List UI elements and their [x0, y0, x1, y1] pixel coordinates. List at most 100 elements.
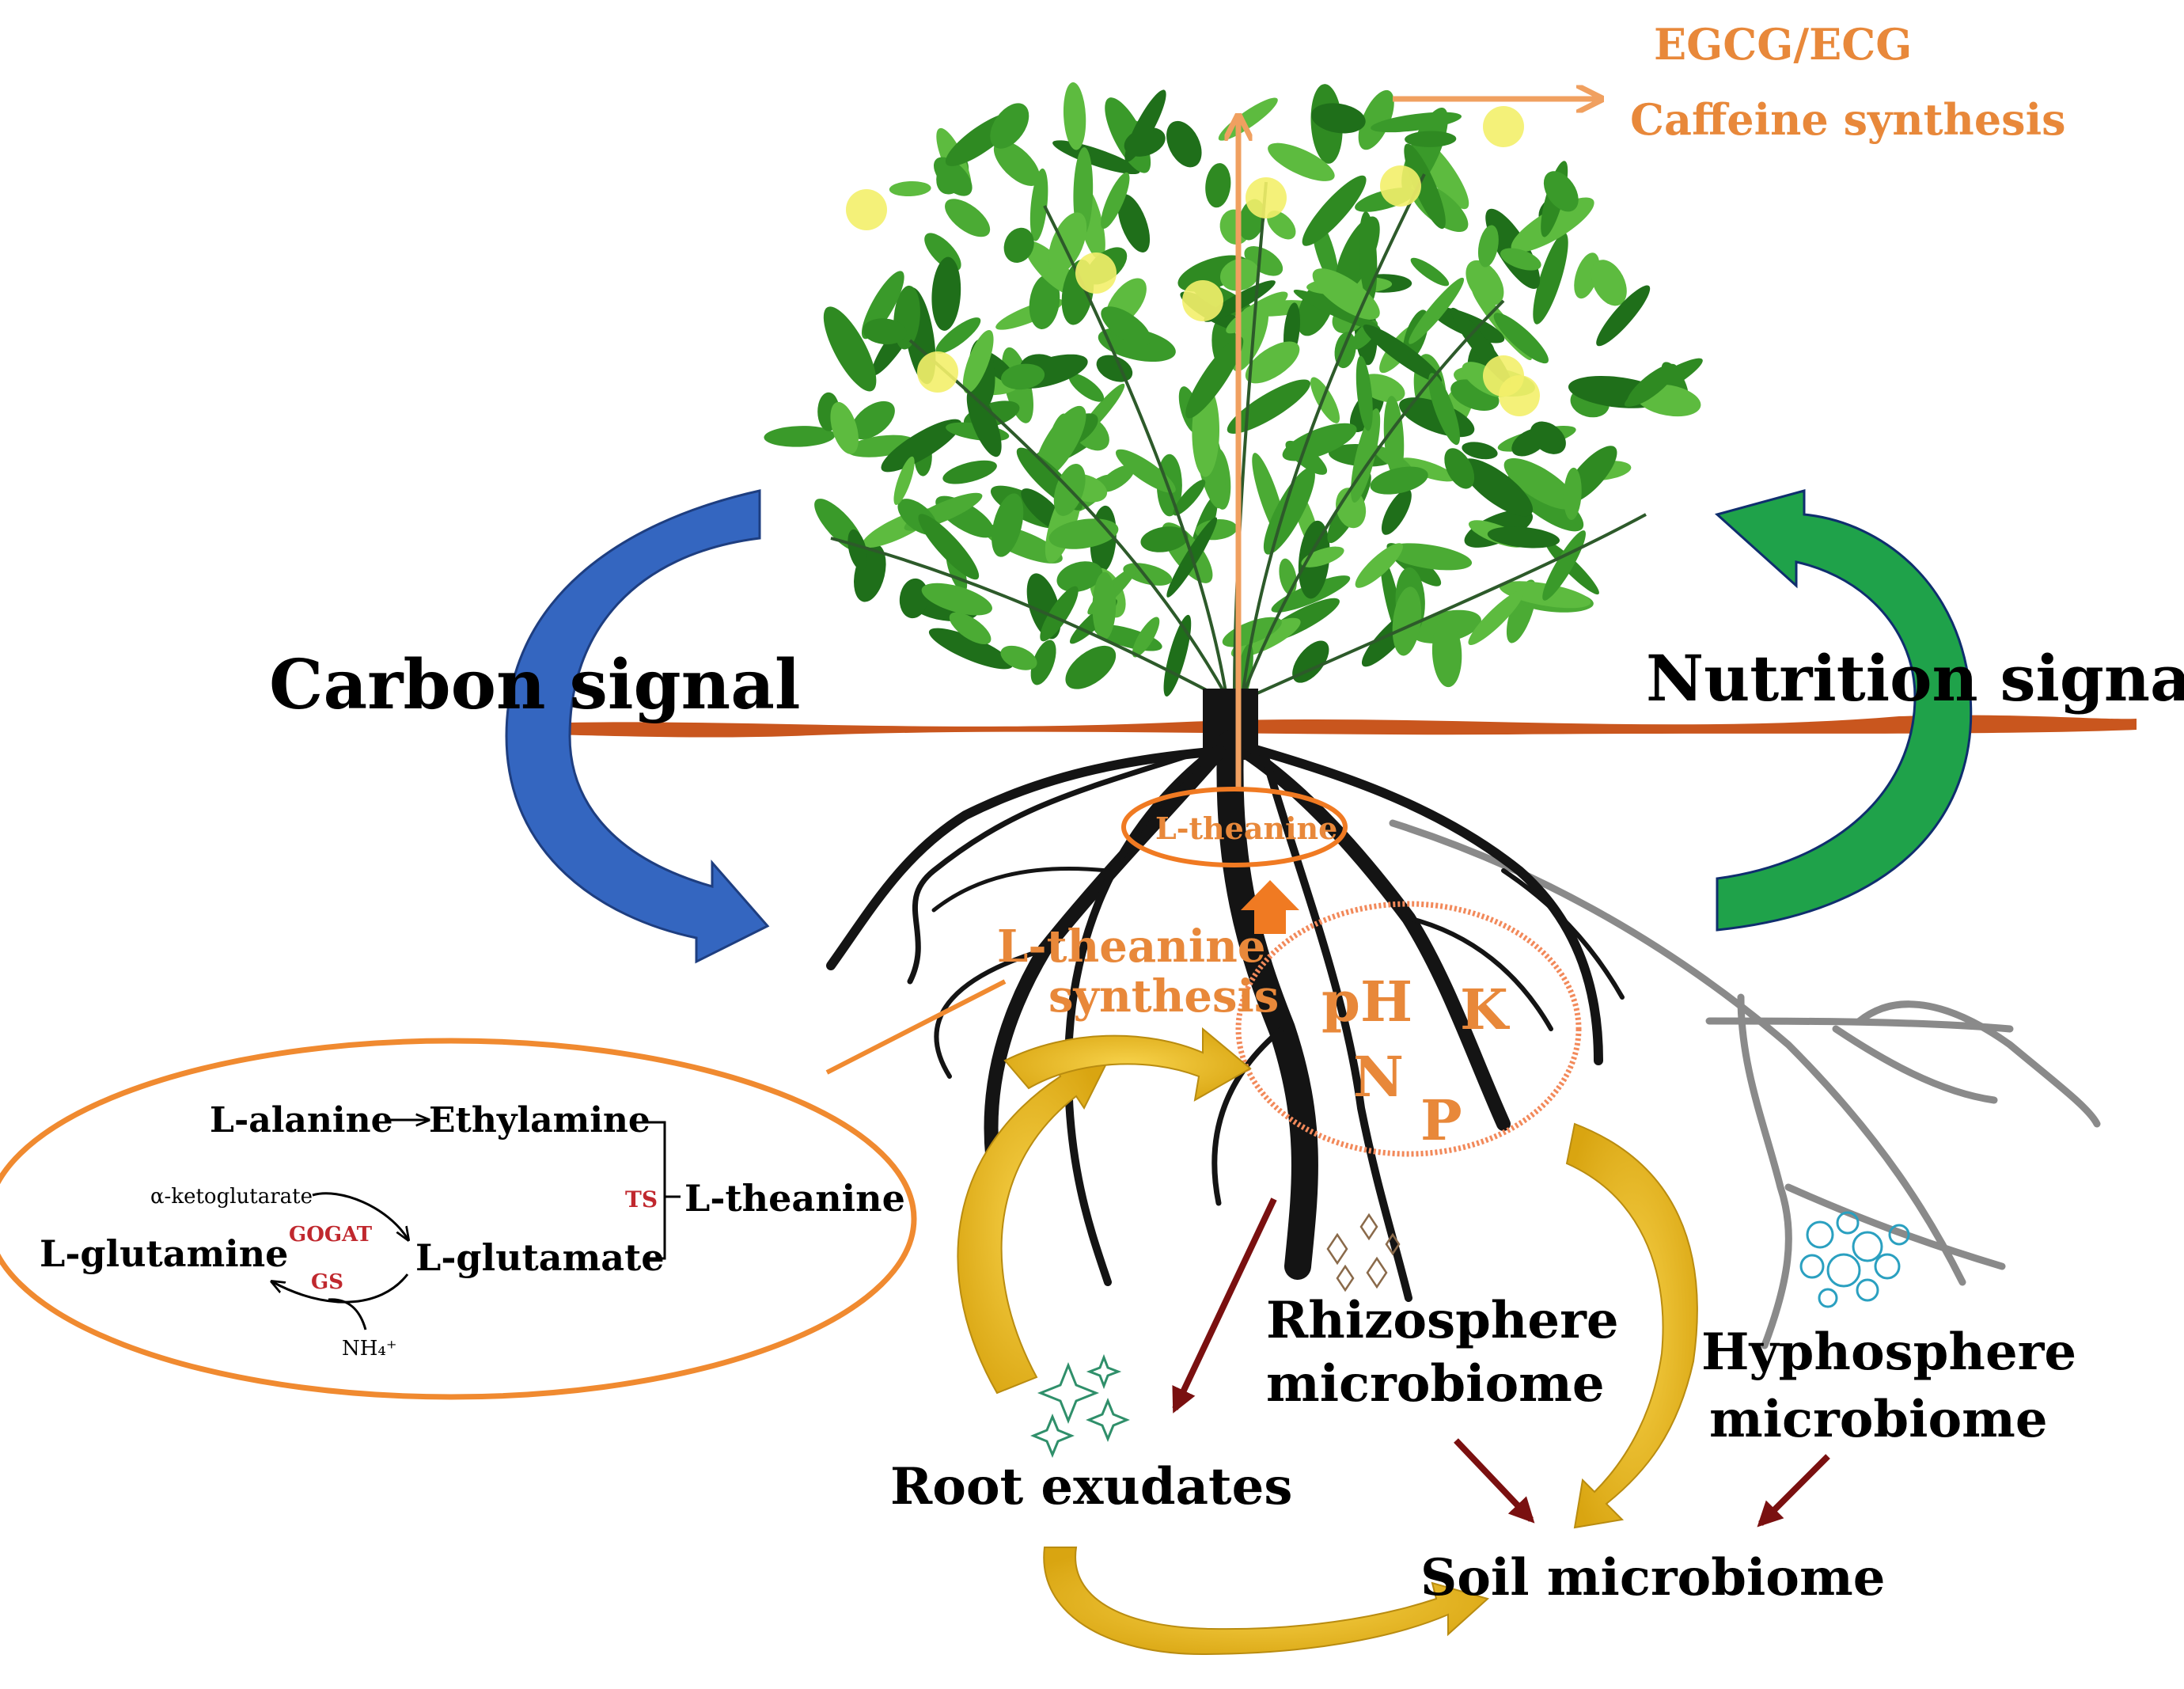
leaf	[1173, 479, 1206, 516]
leaf	[933, 157, 973, 196]
gogat-label: GOGAT	[289, 1223, 373, 1247]
leaf	[1431, 619, 1462, 688]
leaf	[1386, 543, 1473, 571]
hyphosphere-label-1: Hyphosphere	[1701, 1323, 2076, 1382]
root-theanine-label: L-theanine	[1155, 810, 1337, 846]
bracket	[645, 1121, 681, 1260]
leaf	[1355, 543, 1403, 588]
leaf	[1244, 246, 1283, 276]
leaf	[1493, 313, 1549, 364]
leaf	[889, 180, 931, 197]
leaf	[1487, 526, 1560, 548]
leaf	[823, 306, 877, 392]
leaf	[921, 583, 992, 616]
leaf	[1543, 171, 1579, 212]
pathway-connector	[825, 979, 1007, 1075]
flower	[1182, 280, 1223, 321]
flower	[1483, 106, 1524, 147]
flower	[1246, 177, 1287, 218]
leaf	[1029, 168, 1048, 241]
theanine-pathway: L-alanine Ethylamine TS L-theanine α-ket…	[40, 1100, 905, 1361]
leaf	[1279, 558, 1297, 595]
leaf	[1000, 645, 1037, 670]
ethylamine-label: Ethylamine	[429, 1100, 650, 1141]
leaf	[1124, 89, 1166, 162]
leaf	[1001, 363, 1045, 390]
egcg-label: EGCG/ECG	[1654, 19, 1912, 70]
maroon-arrows	[1172, 1197, 1830, 1528]
ts-label: TS	[625, 1186, 658, 1213]
leaf	[1040, 586, 1079, 642]
soil-line	[506, 715, 2137, 738]
theanine-synthesis-label-2: synthesis	[1048, 970, 1279, 1023]
leaf	[1358, 89, 1394, 150]
leaf	[1227, 379, 1311, 434]
leaf	[1428, 373, 1460, 446]
flower	[846, 189, 887, 230]
leaf	[1065, 645, 1117, 689]
leaf	[1101, 306, 1151, 347]
hyphae	[1389, 819, 2101, 1349]
leaf	[1530, 421, 1566, 454]
leaf	[918, 514, 980, 580]
leaf	[1048, 212, 1087, 274]
leaf	[945, 199, 991, 237]
leaf	[1101, 172, 1130, 229]
leaf	[764, 426, 836, 447]
hyphosphere-label-2: microbiome	[1709, 1390, 2048, 1449]
glutamine-label: L-glutamine	[40, 1232, 288, 1275]
leaf	[1048, 518, 1119, 549]
leaf	[1301, 546, 1344, 567]
leaf	[1404, 143, 1446, 230]
leaf	[830, 401, 859, 454]
exudate-sparkles	[1030, 1353, 1130, 1458]
gs-arc	[273, 1273, 409, 1304]
gs-label: GS	[311, 1270, 343, 1294]
leaf	[992, 493, 1024, 557]
nutrient-circle	[1235, 901, 1582, 1157]
theanine-up-arrow	[1241, 880, 1299, 934]
leaf	[1063, 82, 1086, 150]
root-theanine-ellipse	[1121, 787, 1348, 867]
leaf	[1302, 175, 1367, 246]
gogat-arc	[312, 1192, 408, 1239]
leaf	[1383, 396, 1405, 479]
leaf	[1468, 590, 1524, 645]
leaf	[1409, 277, 1465, 344]
alanine-label: L-alanine	[210, 1100, 393, 1141]
leaf	[893, 456, 915, 506]
nh4-label: NH₄⁺	[342, 1337, 397, 1361]
leaf	[1117, 194, 1151, 252]
leaf	[962, 330, 994, 393]
leaf	[1311, 103, 1366, 134]
leaf	[1030, 640, 1056, 685]
leaf	[1068, 373, 1105, 402]
leaf	[1563, 467, 1582, 520]
leaf	[1410, 257, 1450, 287]
leaf	[1462, 442, 1498, 460]
leaf	[1461, 458, 1534, 517]
leaf	[863, 318, 907, 345]
leaf	[1163, 614, 1192, 696]
leaf	[1356, 355, 1373, 431]
leaf	[899, 578, 929, 619]
glutamate-label: L-glutamate	[415, 1236, 665, 1279]
leaf	[990, 103, 1029, 149]
leaf	[949, 612, 992, 645]
soil-microbiome-label: Soil microbiome	[1420, 1548, 1885, 1607]
carbon-signal-arrow	[505, 489, 770, 964]
leaf	[1267, 211, 1296, 240]
leaf	[1115, 449, 1176, 493]
k-label: K	[1460, 977, 1510, 1042]
rhizosphere-diamonds	[1326, 1213, 1401, 1292]
leaf	[1185, 336, 1244, 419]
leaf	[1218, 97, 1278, 141]
leaf	[1226, 291, 1288, 334]
leaf	[1542, 530, 1586, 601]
leaf	[1392, 586, 1422, 656]
leaf	[1268, 142, 1335, 181]
leaf	[1398, 457, 1456, 482]
flower	[1380, 165, 1421, 207]
leaf	[851, 400, 895, 440]
